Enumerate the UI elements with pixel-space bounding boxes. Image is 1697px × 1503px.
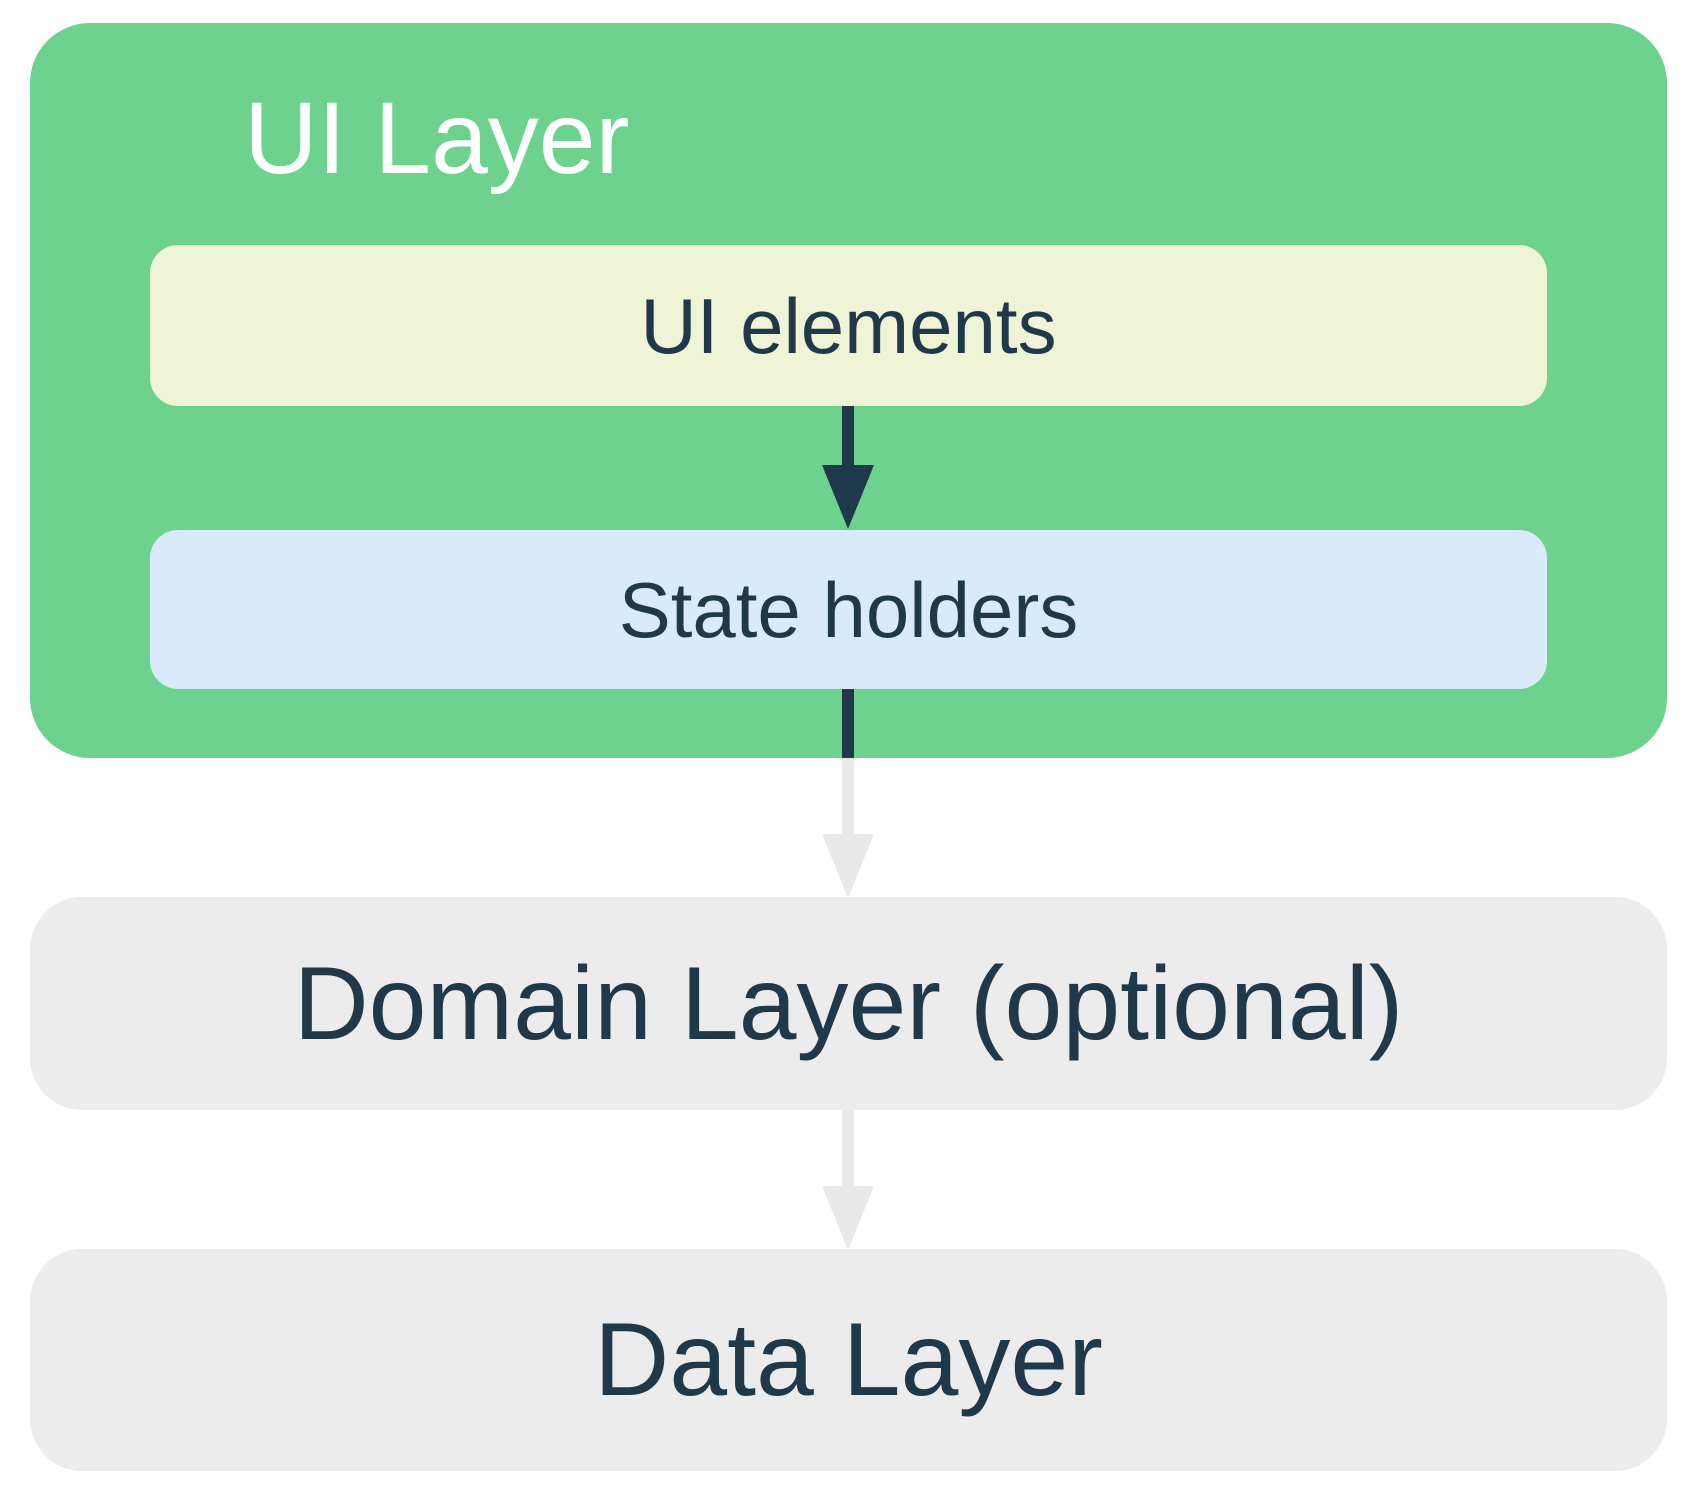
arrow-state-holders-to-domain-arrowhead-icon — [822, 834, 874, 898]
ui-elements-label: UI elements — [640, 281, 1057, 370]
domain-layer-label: Domain Layer (optional) — [293, 945, 1404, 1062]
arrow-ui-elements-to-state-holders-line — [842, 406, 854, 466]
ui-elements-box: UI elements — [150, 245, 1547, 406]
data-layer-label: Data Layer — [594, 1302, 1103, 1418]
arrow-domain-to-data-line — [842, 1110, 854, 1187]
arrow-state-holders-to-domain-line-light-segment — [842, 758, 854, 835]
ui-layer-title: UI Layer — [244, 81, 630, 195]
state-holders-label: State holders — [618, 565, 1079, 654]
data-layer-box: Data Layer — [30, 1249, 1667, 1471]
state-holders-box: State holders — [150, 530, 1547, 689]
ui-layer-box: UI Layer UI elements State holders — [30, 23, 1667, 758]
arrow-ui-elements-to-state-holders-arrowhead-icon — [822, 465, 874, 529]
arrow-domain-to-data-arrowhead-icon — [822, 1186, 874, 1250]
domain-layer-box: Domain Layer (optional) — [30, 897, 1667, 1110]
arrow-state-holders-to-domain-line-dark-segment — [842, 689, 854, 758]
